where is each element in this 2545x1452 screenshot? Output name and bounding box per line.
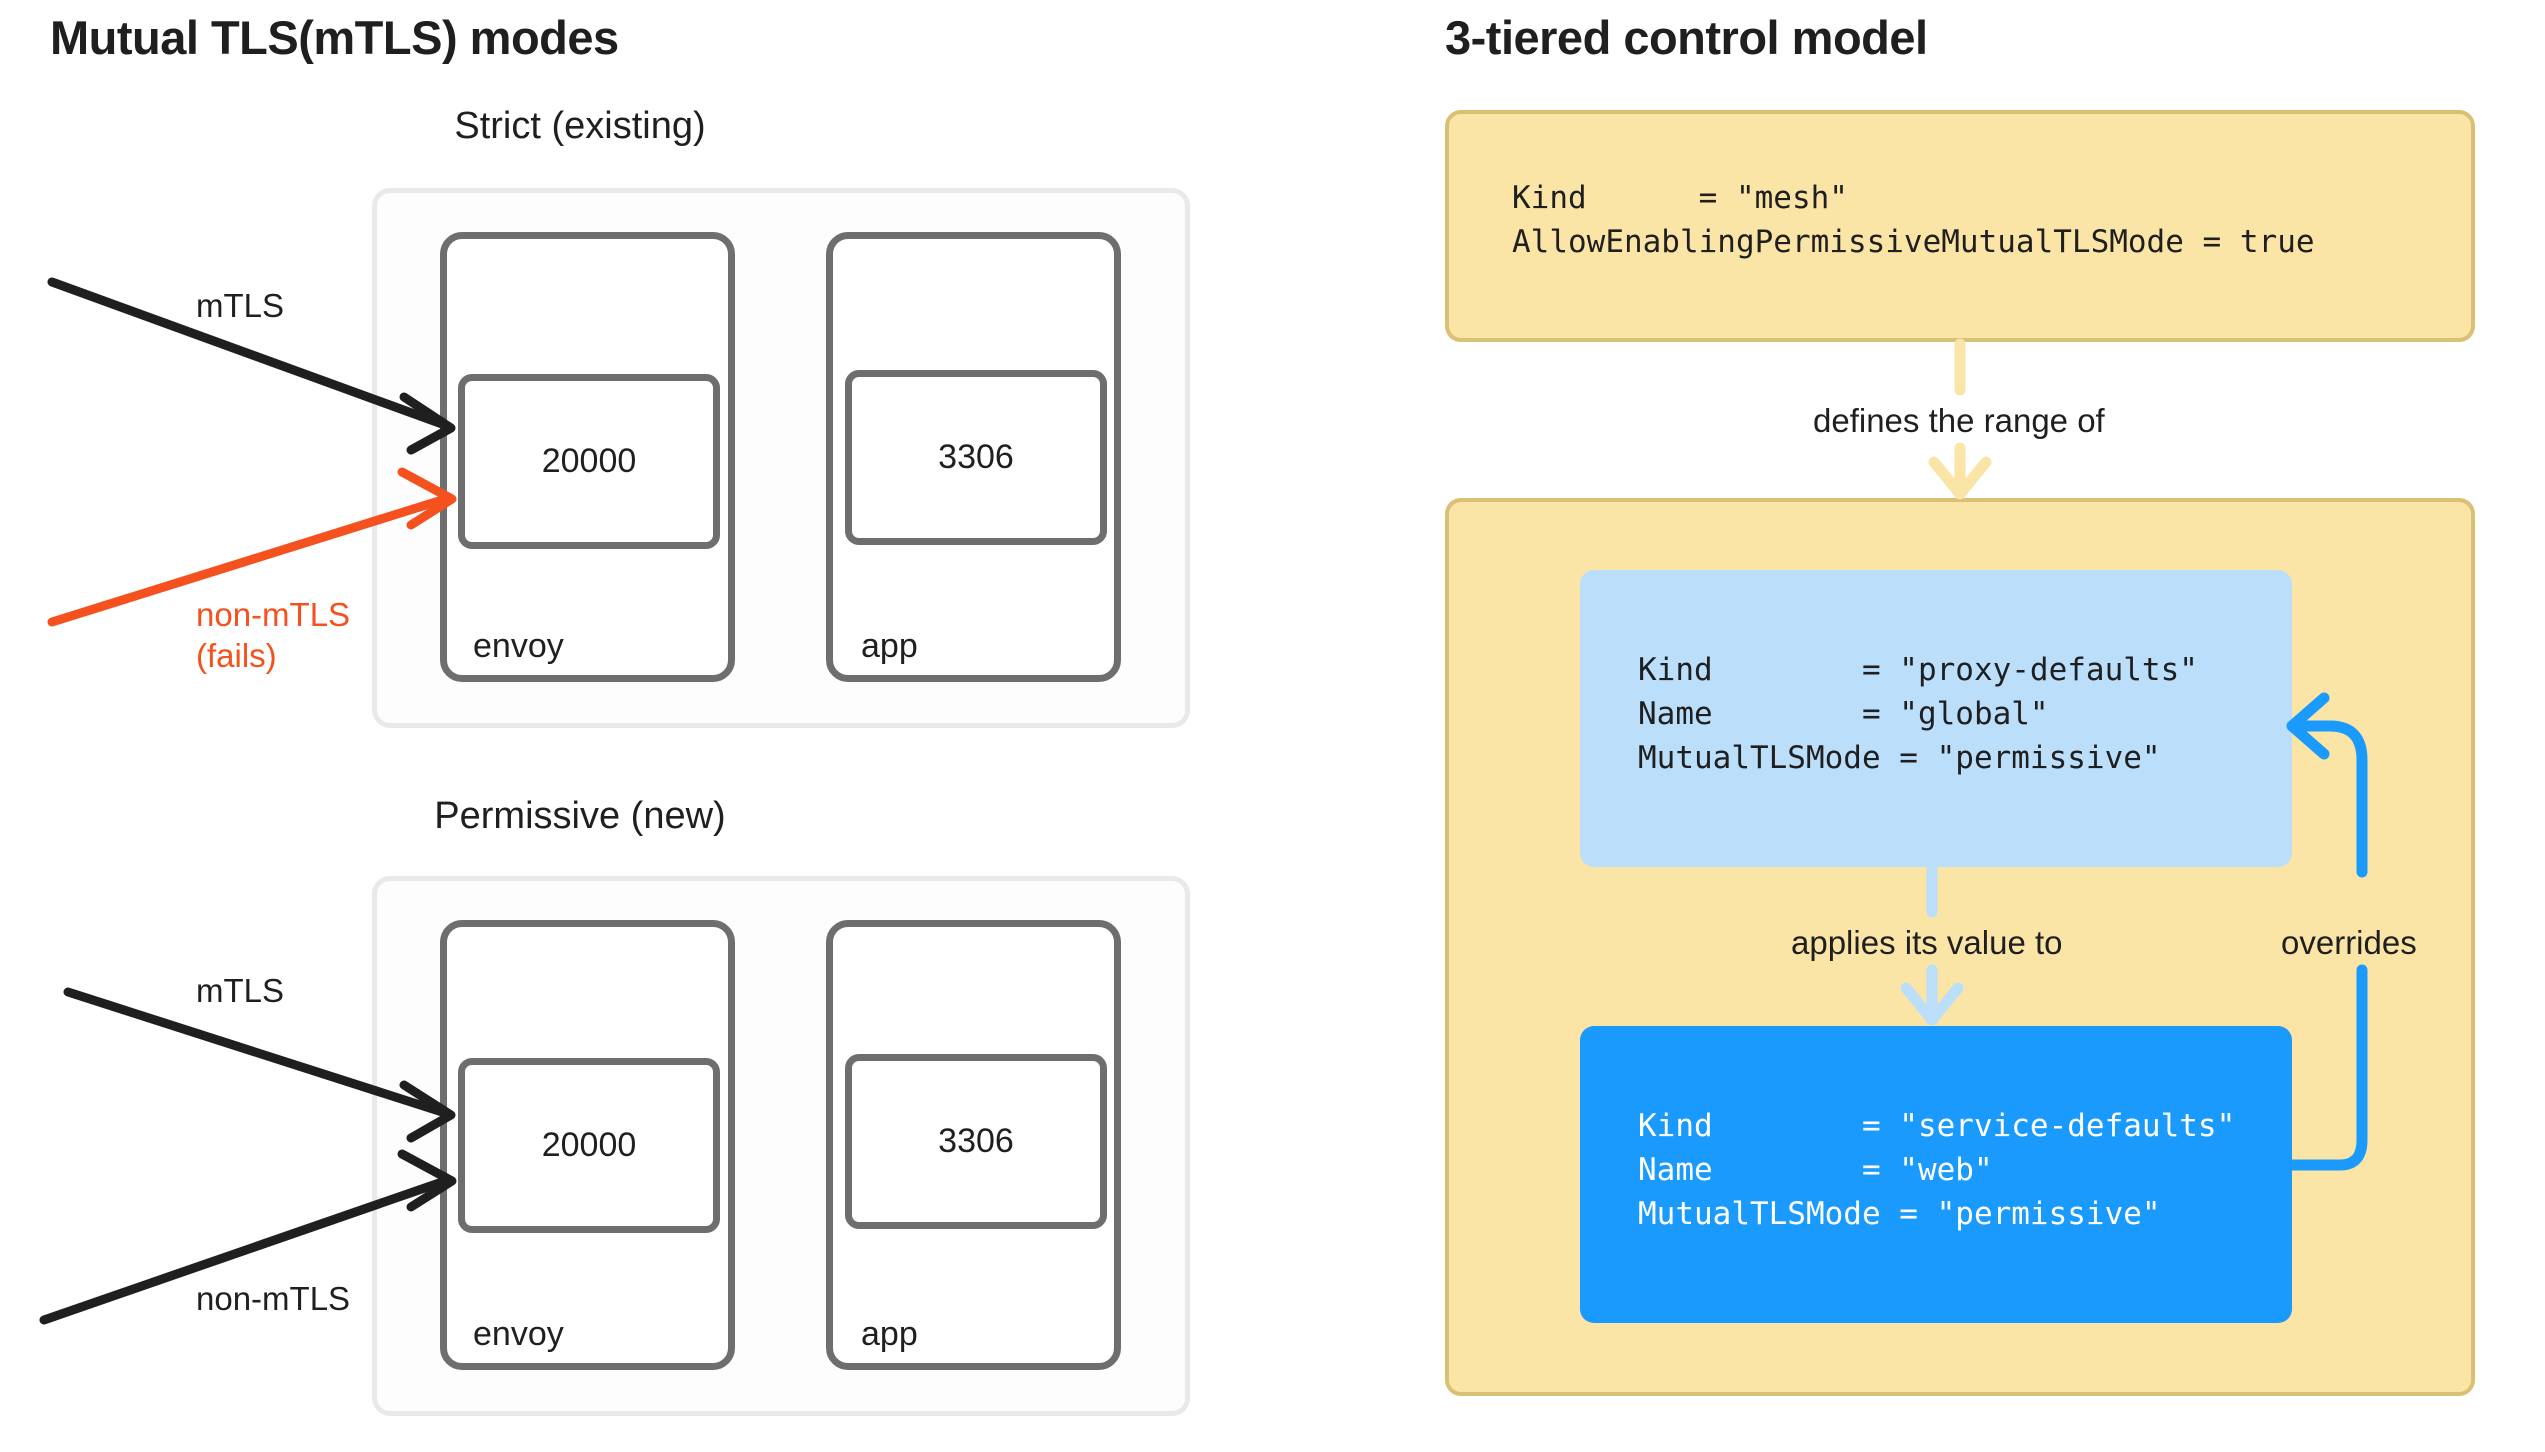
edge-label-permissive-non-mtls: non-mTLS — [196, 1280, 351, 1317]
tier-panel-mesh — [1445, 110, 2475, 342]
mode-title-permissive: Permissive (new) — [434, 795, 726, 837]
edge-label-strict-non-mtls-sub: (fails) — [196, 637, 277, 675]
edge-label-strict-non-mtls: non-mTLS (fails) — [196, 594, 350, 677]
tier-code-proxy-defaults: Kind = "proxy-defaults" Name = "global" … — [1638, 652, 2198, 777]
container-label-strict-envoy: envoy — [473, 627, 564, 665]
relation-label-overrides: overrides — [2281, 924, 2417, 961]
port-permissive-envoy: 20000 — [458, 1058, 720, 1233]
relation-label-defines-range: defines the range of — [1813, 402, 2105, 439]
relation-label-applies-value: applies its value to — [1791, 924, 2063, 961]
port-strict-envoy: 20000 — [458, 374, 720, 549]
right-section-title: 3-tiered control model — [1445, 11, 1928, 64]
container-label-permissive-envoy: envoy — [473, 1315, 564, 1353]
port-strict-app: 3306 — [845, 370, 1107, 545]
edge-label-strict-mtls: mTLS — [196, 287, 285, 324]
port-permissive-app: 3306 — [845, 1054, 1107, 1229]
container-label-strict-app: app — [861, 627, 918, 665]
edge-label-strict-non-mtls-main: non-mTLS — [196, 596, 351, 633]
container-label-permissive-app: app — [861, 1315, 918, 1353]
tier-code-mesh: Kind = "mesh" AllowEnablingPermissiveMut… — [1512, 180, 2315, 261]
edge-label-permissive-mtls: mTLS — [196, 972, 285, 1009]
tier-panel-service-defaults — [1580, 1026, 2292, 1323]
tier-code-service-defaults: Kind = "service-defaults" Name = "web" M… — [1638, 1108, 2236, 1233]
left-section-title: Mutual TLS(mTLS) modes — [50, 11, 619, 64]
tier-panel-proxy-defaults — [1580, 570, 2292, 867]
mode-title-strict: Strict (existing) — [454, 105, 706, 147]
